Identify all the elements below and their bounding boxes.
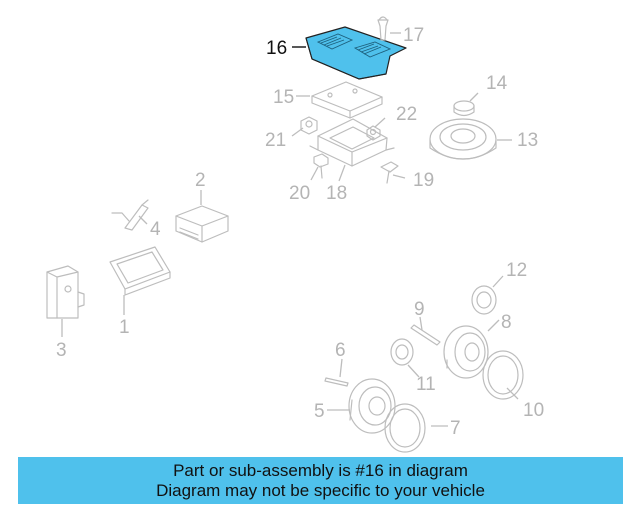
callout-14[interactable]: 14 [486, 73, 508, 94]
part-11-knob[interactable] [390, 338, 414, 366]
callout-12[interactable]: 12 [506, 260, 527, 281]
part-16-cover[interactable] [305, 26, 407, 80]
banner-line-disclaimer: Diagram may not be specific to your vehi… [156, 481, 485, 500]
callout-11[interactable]: 11 [416, 374, 436, 395]
part-5-speaker[interactable] [348, 378, 396, 434]
callout-10[interactable]: 10 [523, 400, 544, 421]
callout-8[interactable]: 8 [501, 312, 512, 333]
part-3-plate[interactable] [46, 265, 85, 319]
part-8-speaker[interactable] [443, 325, 489, 379]
callout-5[interactable]: 5 [314, 401, 325, 422]
part-21-nut[interactable] [300, 116, 318, 135]
part-15-bracket[interactable] [311, 81, 383, 119]
info-banner: Part or sub-assembly is #16 in diagram D… [18, 457, 623, 504]
banner-line-part-number: Part or sub-assembly is #16 in diagram [173, 461, 468, 480]
callout-15[interactable]: 15 [273, 87, 294, 108]
part-17-clip[interactable] [377, 16, 389, 41]
part-14-grommet[interactable] [453, 100, 475, 117]
part-4-cable[interactable] [111, 199, 149, 231]
callout-3[interactable]: 3 [56, 340, 67, 361]
parts-diagram: 16 17 15 14 13 21 22 20 18 19 2 4 1 3 12… [46, 16, 544, 453]
part-6-pin[interactable] [324, 377, 349, 387]
callout-13[interactable]: 13 [517, 130, 538, 151]
part-12-knob[interactable] [471, 285, 497, 315]
part-22-nut[interactable] [366, 125, 381, 141]
part-7-ring[interactable] [384, 403, 426, 453]
part-10-ring[interactable] [482, 350, 524, 400]
callout-19[interactable]: 19 [413, 170, 434, 191]
part-19-screw[interactable] [380, 161, 399, 184]
part-1-panel[interactable] [109, 246, 171, 296]
part-9-pin[interactable] [410, 324, 441, 346]
part-2-control-unit[interactable] [175, 205, 229, 243]
callout-18[interactable]: 18 [326, 183, 347, 204]
callout-22[interactable]: 22 [396, 104, 417, 125]
callout-9[interactable]: 9 [414, 299, 425, 320]
callout-2[interactable]: 2 [195, 170, 206, 191]
callout-7[interactable]: 7 [450, 418, 461, 439]
part-13-housing[interactable] [429, 118, 497, 160]
part-18-module[interactable] [309, 118, 395, 167]
callout-labels: 16 17 15 14 13 21 22 20 18 19 2 4 1 3 12… [56, 25, 544, 439]
callout-16[interactable]: 16 [266, 38, 287, 59]
callout-1[interactable]: 1 [119, 317, 130, 338]
leader-lines [61, 32, 519, 427]
part-20-bolt[interactable] [313, 153, 329, 179]
callout-17[interactable]: 17 [403, 25, 424, 46]
callout-6[interactable]: 6 [335, 340, 346, 361]
callout-21[interactable]: 21 [265, 130, 286, 151]
callout-4[interactable]: 4 [150, 219, 161, 240]
callout-20[interactable]: 20 [289, 183, 310, 204]
